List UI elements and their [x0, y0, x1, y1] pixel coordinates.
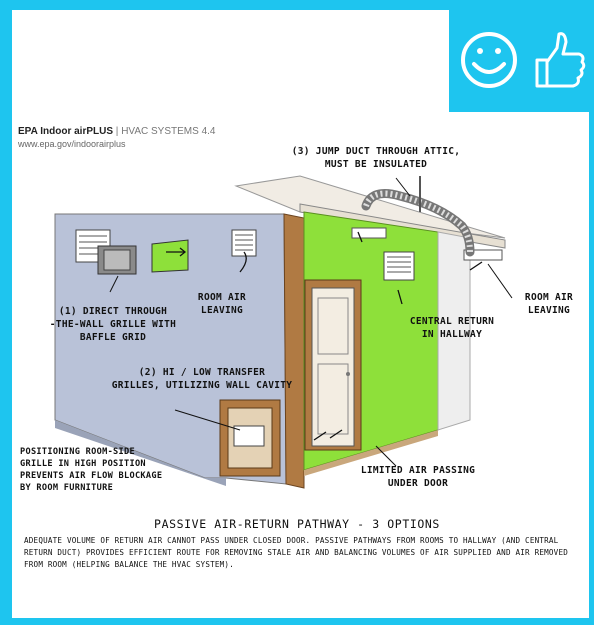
- far-wall: [437, 231, 471, 431]
- label-room-air-left-line2: LEAVING: [200, 305, 244, 316]
- label-transfer-line2: GRILLES, UTILIZING WALL CAVITY: [111, 380, 293, 391]
- ceiling-grille-hall: [351, 227, 387, 239]
- badge-icons: [461, 32, 586, 88]
- label-central-return-line1: CENTRAL RETURN: [409, 316, 495, 327]
- label-limited-air-line1: LIMITED AIR PASSING: [360, 465, 476, 476]
- label-central-return-line2: IN HALLWAY: [421, 329, 483, 340]
- source-url: www.epa.gov/indoorairplus: [18, 139, 126, 149]
- leader-lines: [109, 177, 513, 467]
- baffle-grid: [103, 249, 131, 271]
- door-panel-top: [317, 297, 349, 355]
- label-jump-duct: (3) JUMP DUCT THROUGH ATTIC, MUST BE INS…: [266, 145, 486, 171]
- label-limited-air: LIMITED AIR PASSING UNDER DOOR: [350, 464, 486, 490]
- brand-line: EPA Indoor airPLUS | HVAC SYSTEMS 4.4: [18, 126, 216, 137]
- label-jump-duct-line1: (3) JUMP DUCT THROUGH ATTIC,: [291, 146, 461, 157]
- thumbs-up-icon: [535, 32, 586, 88]
- label-room-air-right-line2: LEAVING: [527, 305, 571, 316]
- label-room-air-left: ROOM AIR LEAVING: [180, 291, 264, 317]
- green-grille-face: [151, 239, 189, 273]
- label-direct-through-line2: -THE-WALL GRILLE WITH: [49, 319, 177, 330]
- label-direct-through-line3: BAFFLE GRID: [79, 332, 147, 343]
- door-panel-bottom: [317, 363, 349, 435]
- low-transfer-grille: [233, 425, 265, 447]
- label-positioning-line4: BY ROOM FURNITURE: [20, 483, 114, 493]
- ceiling-grille-room: [463, 249, 503, 261]
- airflow-arrows: [166, 231, 483, 441]
- ceiling-plane: [234, 175, 506, 239]
- label-positioning-line1: POSITIONING ROOM-SIDE: [20, 447, 135, 457]
- door-knob: [346, 372, 350, 376]
- label-jump-duct-line2: MUST BE INSULATED: [324, 159, 428, 170]
- label-transfer-line1: (2) HI / LOW TRANSFER: [138, 367, 266, 378]
- label-room-air-right-line1: ROOM AIR: [524, 292, 574, 303]
- room-grille-high-louvers: [235, 234, 253, 251]
- label-central-return: CENTRAL RETURN IN HALLWAY: [400, 315, 504, 341]
- door: [311, 287, 355, 447]
- jump-duct-ribs: [363, 190, 473, 253]
- label-limited-air-line2: UNDER DOOR: [387, 478, 449, 489]
- rating-badge: [449, 0, 594, 112]
- smiley-face-icon: [461, 32, 517, 88]
- brand-name: EPA Indoor airPLUS: [18, 126, 114, 137]
- label-direct-through-line1: (1) DIRECT THROUGH: [58, 306, 168, 317]
- label-room-air-right: ROOM AIR LEAVING: [510, 291, 588, 317]
- caption-title: PASSIVE AIR-RETURN PATHWAY - 3 OPTIONS: [154, 517, 440, 531]
- room-grille-high: [231, 229, 257, 257]
- label-positioning-line3: PREVENTS AIR FLOW BLOCKAGE: [20, 471, 163, 481]
- section-label: HVAC SYSTEMS 4.4: [121, 126, 216, 137]
- central-return-grille: [383, 251, 415, 281]
- caption-body: ADEQUATE VOLUME OF RETURN AIR CANNOT PAS…: [24, 536, 568, 569]
- hallway-floor: [304, 430, 438, 476]
- label-transfer-grilles: (2) HI / LOW TRANSFER GRILLES, UTILIZING…: [104, 366, 300, 392]
- label-direct-through: (1) DIRECT THROUGH -THE-WALL GRILLE WITH…: [38, 305, 188, 344]
- label-room-air-left-line1: ROOM AIR: [197, 292, 247, 303]
- room-floor: [55, 420, 226, 486]
- label-positioning: POSITIONING ROOM-SIDE GRILLE IN HIGH POS…: [20, 446, 204, 494]
- wall-stud-edge: [283, 213, 305, 489]
- label-positioning-line2: GRILLE IN HIGH POSITION: [20, 459, 146, 469]
- central-return-louvers: [387, 256, 411, 273]
